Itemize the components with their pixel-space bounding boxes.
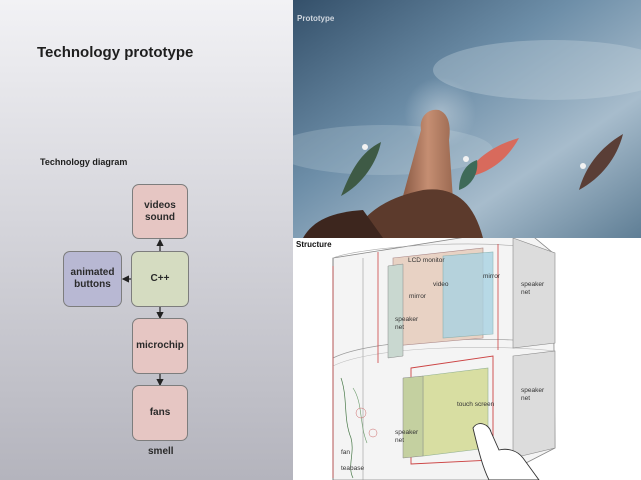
diagram-arrows [121, 238, 164, 387]
label-touch-screen: touch screen [457, 401, 495, 408]
touch-hand-outline [472, 423, 540, 480]
structure-label: Structure [296, 240, 332, 249]
structure-drawing: LCD monitor video mirror mirror speaker … [293, 238, 641, 480]
prototype-label: Prototype [297, 14, 335, 23]
label-speaker-net-2b: net [521, 289, 530, 296]
page-title: Technology prototype [37, 44, 194, 61]
label-fan: fan [341, 449, 350, 456]
node-smell-label: smell [148, 446, 174, 457]
node-videos-sound: videos sound [132, 184, 188, 239]
label-speaker-net-4b: net [395, 437, 404, 444]
label-mirror-right: mirror [483, 273, 501, 280]
prototype-photo-image [293, 0, 641, 238]
label-speaker-net-1b: net [395, 324, 404, 331]
node-cpp: C++ [131, 251, 189, 307]
label-teabase: teabase [341, 465, 365, 472]
node-microchip: microchip [132, 318, 188, 374]
prototype-photo [293, 0, 641, 238]
label-speaker-net-4: speaker [395, 429, 419, 436]
leaf-left [341, 142, 381, 196]
label-speaker-net-3b: net [521, 395, 530, 402]
leaf-middle-green [459, 160, 478, 190]
node-animated-buttons: animated buttons [63, 251, 122, 307]
label-speaker-net-3: speaker [521, 387, 545, 394]
label-speaker-net-1: speaker [395, 316, 419, 323]
leaf-right [579, 134, 623, 190]
structure-schematic: LCD monitor video mirror mirror speaker … [332, 238, 556, 480]
finger [403, 109, 453, 206]
label-mirror-left: mirror [409, 293, 427, 300]
label-video: video [433, 281, 449, 288]
label-speaker-net-2: speaker [521, 281, 545, 288]
label-lcd-monitor: LCD monitor [408, 257, 445, 264]
node-fans: fans [132, 385, 188, 441]
diagram-title: Technology diagram [40, 157, 128, 167]
